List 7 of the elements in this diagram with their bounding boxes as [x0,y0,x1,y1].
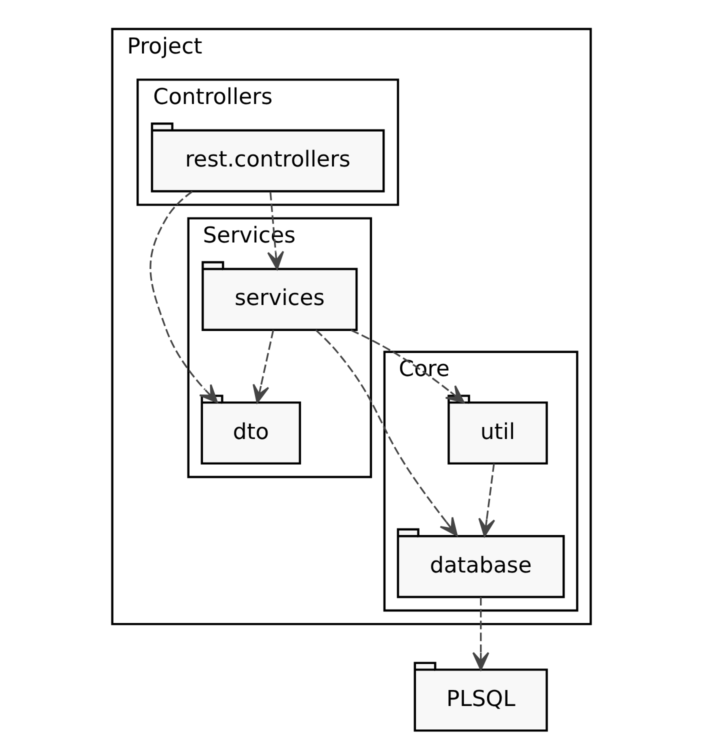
arrow [472,597,490,670]
arrow [252,330,274,404]
arrow [267,192,284,270]
arrow [315,330,458,536]
arrow [478,463,496,537]
arrow [150,190,218,403]
arrow [350,329,465,404]
